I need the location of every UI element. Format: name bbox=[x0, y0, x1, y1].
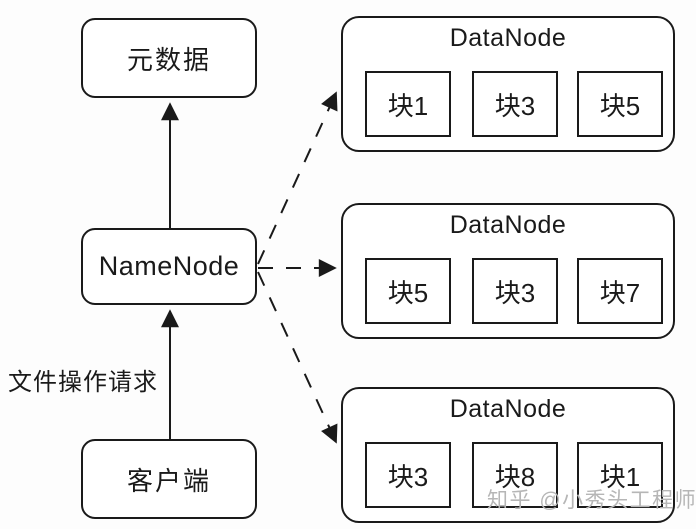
datanode-3-block-2: 块8 bbox=[472, 442, 558, 508]
metadata-node: 元数据 bbox=[81, 18, 257, 98]
datanode-3-title: DataNode bbox=[449, 395, 567, 423]
datanode-1-block-3: 块5 bbox=[577, 71, 663, 137]
file-operation-request-label: 文件操作请求 bbox=[8, 369, 158, 396]
datanode-3-block-1: 块3 bbox=[365, 442, 451, 508]
zhihu-watermark: 知乎 @小秀头工程师 bbox=[487, 489, 696, 512]
namenode-node-label: NameNode bbox=[98, 251, 240, 281]
client-node: 客户端 bbox=[81, 439, 257, 519]
block-label: 块5 bbox=[599, 90, 641, 121]
block-label: 块8 bbox=[494, 461, 536, 492]
datanode-2-title: DataNode bbox=[449, 211, 567, 239]
datanode-1-block-2: 块3 bbox=[472, 71, 558, 137]
namenode-to-datanode-3-arrow bbox=[257, 271, 338, 444]
datanode-1: DataNode 块1 块3 块5 bbox=[341, 16, 675, 152]
block-label: 块5 bbox=[387, 277, 429, 308]
metadata-node-label: 元数据 bbox=[126, 44, 211, 75]
block-label: 块3 bbox=[494, 277, 536, 308]
datanode-2-block-3: 块7 bbox=[577, 258, 663, 324]
block-label: 块1 bbox=[599, 461, 641, 492]
datanode-1-title: DataNode bbox=[449, 24, 567, 52]
namenode-node: NameNode bbox=[81, 228, 257, 305]
datanode-2-block-1: 块5 bbox=[365, 258, 451, 324]
block-label: 块7 bbox=[599, 277, 641, 308]
block-label: 块3 bbox=[387, 461, 429, 492]
datanode-1-block-1: 块1 bbox=[365, 71, 451, 137]
datanode-2-block-2: 块3 bbox=[472, 258, 558, 324]
block-label: 块1 bbox=[387, 90, 429, 121]
datanode-2: DataNode 块5 块3 块7 bbox=[341, 203, 675, 339]
client-node-label: 客户端 bbox=[126, 465, 211, 496]
datanode-3: DataNode 块3 块8 块1 bbox=[341, 387, 675, 523]
datanode-3-block-3: 块1 bbox=[577, 442, 663, 508]
block-label: 块3 bbox=[494, 90, 536, 121]
namenode-to-datanode-1-arrow bbox=[257, 91, 338, 265]
